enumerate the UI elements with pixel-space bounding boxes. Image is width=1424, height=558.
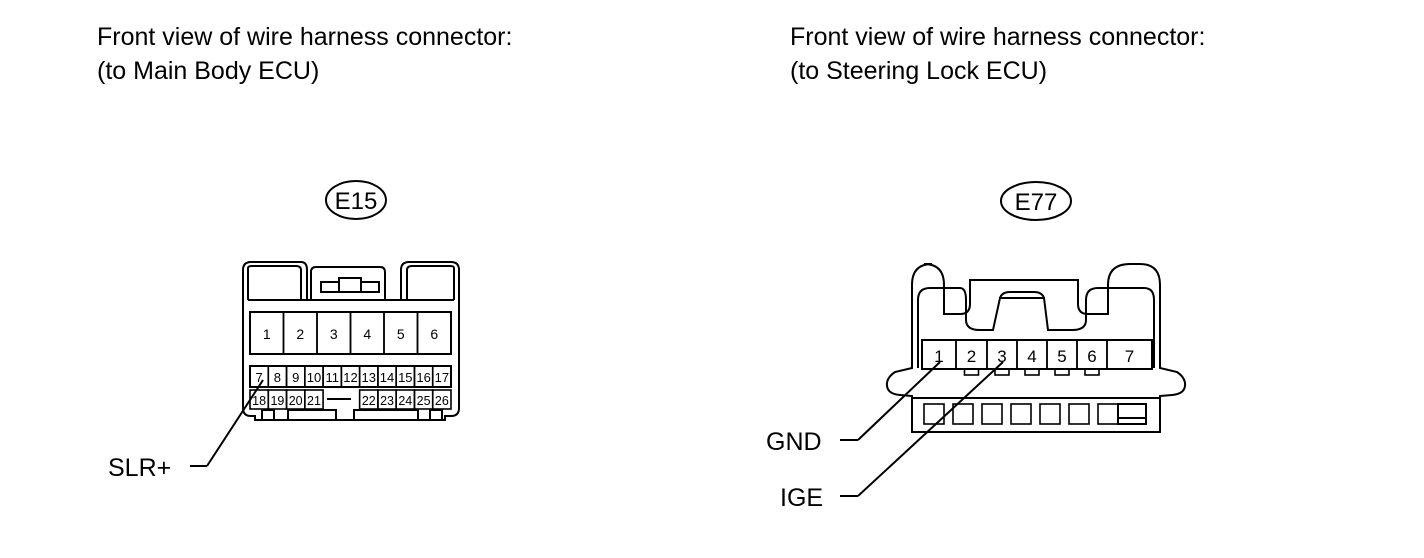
e77-pin-tab	[1084, 368, 1100, 376]
e77-ige-leader	[857, 361, 1004, 497]
e15-left-latch	[247, 265, 302, 300]
e77-pin-label: 3	[997, 347, 1006, 366]
e15-pin-label: 21	[307, 394, 321, 408]
e77-pin-label: 7	[1125, 347, 1134, 366]
e77-pin-tab	[1054, 368, 1070, 376]
e15-body-outline	[242, 261, 460, 421]
e77-lower-slot	[981, 403, 1003, 425]
e77-pin-tab	[994, 368, 1010, 376]
e77-lower-slot	[1010, 403, 1032, 425]
e15-pin-label: 15	[398, 370, 412, 385]
e77-pin-label: 1	[934, 347, 943, 366]
e15-pin-label: 26	[435, 394, 449, 408]
e15-foot	[261, 409, 275, 421]
left-caption-line2: (to Main Body ECU)	[97, 57, 320, 85]
e77-gnd-leader	[857, 361, 941, 441]
e77-pin-label: 5	[1057, 347, 1066, 366]
e15-foot	[287, 409, 337, 421]
e15-id-oval	[325, 180, 387, 220]
e15-pin-label: 18	[252, 394, 266, 408]
connector-e77: E77 1 2 3 4 5 6 7 GND IGE	[766, 181, 1187, 512]
e77-lock-top	[999, 291, 1045, 299]
e15-pin-label: 10	[307, 370, 321, 385]
e77-inner-contour	[917, 287, 1155, 368]
e15-pin-label: 11	[325, 370, 339, 385]
e15-pin-cell	[431, 365, 452, 388]
e15-right-latch	[406, 265, 455, 300]
e77-lower-slot	[1097, 403, 1119, 425]
e15-pin-label: 13	[362, 370, 376, 385]
e77-lower-slot	[1068, 403, 1090, 425]
e77-slot-wide	[1117, 403, 1147, 425]
e15-pin-cell	[304, 389, 324, 410]
right-caption-line1: Front view of wire harness connector:	[790, 23, 1206, 51]
left-caption: Front view of wire harness connector: (to…	[97, 20, 512, 88]
e15-pin-label: 6	[430, 326, 438, 342]
e15-pin-label: 7	[256, 370, 263, 385]
e15-lock-tab-right	[360, 281, 380, 293]
gnd-label: GND	[766, 428, 822, 456]
ige-label: IGE	[780, 484, 823, 512]
e15-pin-label: 8	[274, 370, 281, 385]
e15-center-lock	[310, 266, 386, 300]
e77-pin-label: 6	[1087, 347, 1096, 366]
e15-pin-label: 4	[363, 326, 371, 342]
e15-lock-tab-left	[320, 281, 340, 293]
e15-foot	[429, 409, 443, 421]
right-caption-line2: (to Steering Lock ECU)	[790, 57, 1048, 85]
e15-id-label: E15	[335, 188, 378, 215]
e77-pin-tab	[1024, 368, 1040, 376]
e15-foot	[353, 409, 419, 421]
slr-plus-label: SLR+	[108, 454, 171, 482]
e77-id-oval	[1000, 181, 1072, 221]
e77-pin-tab	[963, 368, 980, 376]
e77-pin-label: 4	[1027, 347, 1036, 366]
e77-lower-slot	[1039, 403, 1061, 425]
e15-pin-label: 22	[362, 394, 376, 408]
e15-pin-label: 24	[398, 394, 412, 408]
e15-pin-label: 12	[343, 370, 357, 385]
e15-pin-label: 2	[296, 326, 304, 342]
e15-pin-label: 19	[270, 394, 284, 408]
e15-lock-tab-center	[338, 277, 362, 293]
e15-pin-label: 1	[263, 326, 271, 342]
e15-pin-label: 16	[416, 370, 430, 385]
e77-lower-slot	[923, 403, 945, 425]
e77-pin-label: 2	[967, 347, 976, 366]
e77-id-label: E77	[1015, 189, 1058, 216]
e15-pin-label: 20	[289, 394, 303, 408]
left-caption-line1: Front view of wire harness connector:	[97, 23, 513, 51]
e15-pin-label: 25	[417, 394, 431, 408]
e15-pin-label: 17	[435, 370, 449, 385]
e15-leader-line	[206, 379, 264, 467]
right-caption: Front view of wire harness connector: (to…	[790, 20, 1205, 88]
e77-body-outline	[885, 263, 1187, 433]
e15-pin-cell	[416, 311, 452, 355]
e15-pin-label: 5	[397, 326, 405, 342]
e15-pin-label: 3	[330, 326, 338, 342]
e15-pin-label: 23	[380, 394, 394, 408]
e77-pin-cell	[1106, 339, 1153, 370]
e15-pin-cell	[431, 389, 452, 410]
e15-pin-label: 14	[380, 370, 394, 385]
e77-lower-slot	[952, 403, 974, 425]
e15-pin-label: 9	[292, 370, 299, 385]
